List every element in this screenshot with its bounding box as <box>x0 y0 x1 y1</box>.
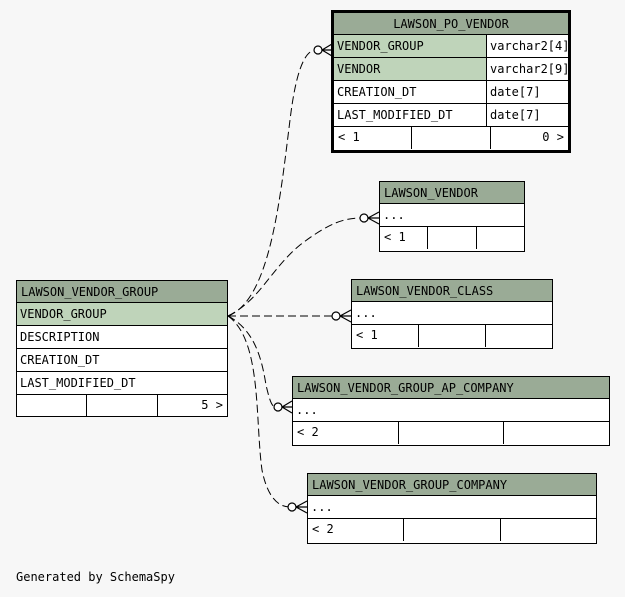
table-header[interactable]: LAWSON_VENDOR <box>380 182 524 204</box>
table-lawson-vendor-class[interactable]: LAWSON_VENDOR_CLASS ... < 1 <box>351 279 553 349</box>
children-count[interactable]: 5 > <box>156 395 227 417</box>
column-name: CREATION_DT <box>337 85 417 99</box>
footer-spacer <box>17 395 86 417</box>
column-row[interactable]: VENDOR varchar2[9] <box>334 58 568 81</box>
children-count[interactable]: 0 > <box>489 127 568 149</box>
optional-marker <box>331 311 341 321</box>
table-header[interactable]: LAWSON_VENDOR_GROUP_COMPANY <box>308 474 596 496</box>
edge-to-lawson-vendor <box>227 217 363 317</box>
crowfoot-marker <box>367 211 380 225</box>
column-row[interactable]: VENDOR_GROUP <box>17 303 227 326</box>
footer-spacer <box>427 227 475 249</box>
crowfoot-marker <box>281 400 293 414</box>
column-ellipsis: ... <box>296 403 318 417</box>
footer-spacer <box>397 422 504 444</box>
footer-spacer <box>499 519 596 541</box>
table-lawson-vendor-group-company[interactable]: LAWSON_VENDOR_GROUP_COMPANY ... < 2 <box>307 473 597 544</box>
column-row[interactable]: VENDOR_GROUP varchar2[4] <box>334 35 568 58</box>
footer-spacer <box>403 519 499 541</box>
parents-count[interactable]: < 2 <box>312 522 334 536</box>
column-type: varchar2[9] <box>486 58 568 80</box>
parents-count[interactable]: < 1 <box>384 230 406 244</box>
table-lawson-vendor-group-ap-company[interactable]: LAWSON_VENDOR_GROUP_AP_COMPANY ... < 2 <box>292 376 610 446</box>
table-footer: < 2 <box>308 519 596 541</box>
footer-spacer <box>485 325 552 347</box>
table-lawson-vendor[interactable]: LAWSON_VENDOR ... < 1 <box>379 181 525 252</box>
optional-marker <box>273 402 283 412</box>
table-footer: < 1 0 > <box>334 127 568 149</box>
column-row[interactable]: ... <box>352 302 552 325</box>
column-row[interactable]: ... <box>380 204 524 227</box>
column-row[interactable]: DESCRIPTION <box>17 326 227 349</box>
table-header[interactable]: LAWSON_VENDOR_GROUP <box>17 281 227 303</box>
optional-marker <box>359 213 369 223</box>
table-footer: < 1 <box>352 325 552 347</box>
column-row[interactable]: CREATION_DT <box>17 349 227 372</box>
column-row[interactable]: LAST_MODIFIED_DT <box>17 372 227 395</box>
column-type: date[7] <box>486 81 568 103</box>
crowfoot-marker <box>321 43 333 57</box>
parents-count[interactable]: < 1 <box>338 130 360 144</box>
crowfoot-marker <box>295 500 308 514</box>
column-name: CREATION_DT <box>20 353 100 367</box>
column-name: VENDOR <box>334 58 486 80</box>
column-type: date[7] <box>486 104 568 126</box>
footer-spacer <box>411 127 489 149</box>
optional-marker <box>313 45 323 55</box>
column-name: DESCRIPTION <box>20 330 100 344</box>
footer-spacer <box>86 395 156 417</box>
column-name: VENDOR_GROUP <box>334 35 486 57</box>
column-row[interactable]: CREATION_DT date[7] <box>334 81 568 104</box>
column-row[interactable]: ... <box>308 496 596 519</box>
footer-spacer <box>503 422 609 444</box>
column-row[interactable]: ... <box>293 399 609 422</box>
edge-to-lawson-vendor-group-company <box>227 315 291 508</box>
crowfoot-marker <box>339 309 352 323</box>
parents-count[interactable]: < 2 <box>297 425 319 439</box>
parents-count[interactable]: < 1 <box>356 328 378 342</box>
column-ellipsis: ... <box>311 500 333 514</box>
footer-spacer <box>418 325 485 347</box>
column-row[interactable]: LAST_MODIFIED_DT date[7] <box>334 104 568 127</box>
column-ellipsis: ... <box>355 306 377 320</box>
table-header[interactable]: LAWSON_VENDOR_CLASS <box>352 280 552 302</box>
column-name: VENDOR_GROUP <box>17 303 227 325</box>
column-name: LAST_MODIFIED_DT <box>20 376 136 390</box>
table-footer: 5 > <box>17 395 227 417</box>
table-lawson-po-vendor[interactable]: LAWSON_PO_VENDOR VENDOR_GROUP varchar2[4… <box>331 10 571 153</box>
table-header[interactable]: LAWSON_VENDOR_GROUP_AP_COMPANY <box>293 377 609 399</box>
table-header[interactable]: LAWSON_PO_VENDOR <box>334 13 568 35</box>
column-ellipsis: ... <box>383 208 405 222</box>
table-footer: < 2 <box>293 422 609 444</box>
column-type: varchar2[4] <box>486 35 568 57</box>
table-footer: < 1 <box>380 227 524 249</box>
column-name: LAST_MODIFIED_DT <box>337 108 453 122</box>
footer-spacer <box>475 227 524 249</box>
optional-marker <box>287 502 297 512</box>
edge-to-lawson-po-vendor <box>227 49 317 317</box>
generated-by-label: Generated by SchemaSpy <box>16 570 175 584</box>
table-lawson-vendor-group[interactable]: LAWSON_VENDOR_GROUP VENDOR_GROUP DESCRIP… <box>16 280 228 417</box>
edge-to-lawson-vendor-group-ap-company <box>227 315 277 408</box>
